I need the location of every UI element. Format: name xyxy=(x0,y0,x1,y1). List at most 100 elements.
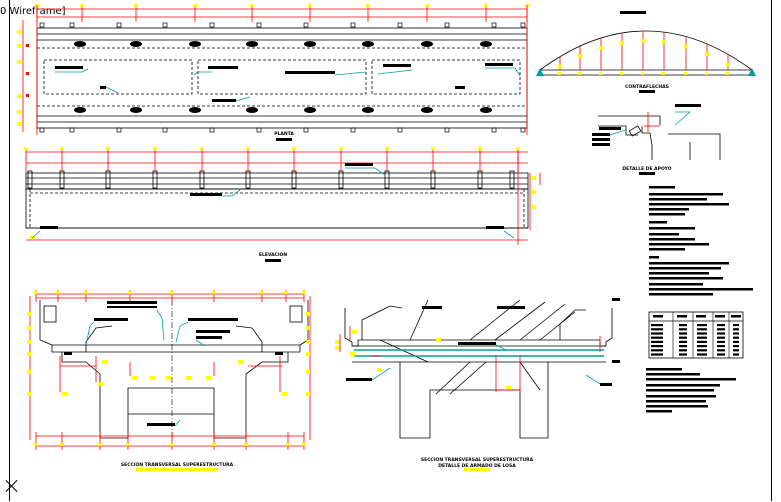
elevation-posts xyxy=(27,170,515,189)
note-line xyxy=(649,186,675,189)
plan-bearing xyxy=(189,107,201,113)
dimension-text-marker xyxy=(27,352,31,356)
dimension-text-marker xyxy=(34,291,38,294)
note-line xyxy=(649,213,685,216)
dimension-text-marker xyxy=(186,376,191,380)
plan-bearing xyxy=(74,41,86,47)
dimension-text-marker xyxy=(308,4,312,7)
plan-post xyxy=(397,127,403,133)
note-line xyxy=(649,203,729,206)
note-line xyxy=(649,198,707,201)
dimension-text-marker xyxy=(106,147,110,150)
plan-bearing xyxy=(246,41,258,47)
elevation-title-underline xyxy=(265,259,281,262)
plan-post xyxy=(116,127,122,133)
dimension-text-marker xyxy=(212,443,216,446)
camber-title: CONTRAFLECHAS xyxy=(625,84,669,90)
plan-leaders xyxy=(55,67,521,102)
note-line xyxy=(649,277,723,280)
dimension-text-marker xyxy=(286,443,290,446)
cross-section-view xyxy=(39,300,309,439)
table-cell-value xyxy=(733,353,739,356)
table-cell-value xyxy=(733,349,739,352)
dimension-text-marker xyxy=(134,4,138,7)
dimension-text-marker xyxy=(62,392,67,396)
dimension-text-marker xyxy=(17,122,21,126)
bearing-annotations xyxy=(592,104,701,146)
table-cell-value xyxy=(679,336,687,339)
dimension-text-marker xyxy=(193,4,197,7)
plan-post xyxy=(444,22,450,28)
elevation-post xyxy=(245,170,251,189)
table-cell-value xyxy=(651,340,663,343)
dimension-text-marker xyxy=(102,360,107,364)
table-cell-value xyxy=(651,349,663,352)
table-cell-value xyxy=(717,345,725,348)
dimension-text-marker xyxy=(366,4,370,7)
table-cell-value xyxy=(679,345,687,348)
camber-top-note xyxy=(620,11,646,14)
camber-station-marker xyxy=(599,72,602,75)
plan-post xyxy=(350,127,356,133)
camber-value-marker xyxy=(578,54,582,59)
note-line xyxy=(649,293,713,296)
dimension-text-marker xyxy=(306,326,310,330)
note-line xyxy=(649,227,695,230)
dimension-text-marker xyxy=(17,110,21,114)
viewport-label[interactable]: 0 Wireframe] xyxy=(0,6,66,17)
camber-value-marker xyxy=(662,40,666,45)
dimension-text-marker xyxy=(335,340,340,344)
dimension-text-marker xyxy=(27,340,31,344)
camber-station-marker xyxy=(578,72,581,75)
table-header-cell xyxy=(715,315,725,318)
table-cell-value xyxy=(717,328,725,331)
dimension-text-marker xyxy=(284,291,288,294)
plan-bearing xyxy=(130,107,142,113)
table-cell-value xyxy=(651,345,663,348)
elevation-post xyxy=(291,170,297,189)
dimension-text-marker xyxy=(292,147,296,150)
dimension-text-marker xyxy=(385,147,389,150)
table-cell-value xyxy=(717,332,725,335)
dimension-text-marker xyxy=(484,4,488,7)
dimension-text-marker xyxy=(431,147,435,150)
plan-post xyxy=(116,22,122,28)
camber-station-marker xyxy=(558,72,561,75)
camber-value-marker xyxy=(558,64,562,69)
cross-section-dimensions xyxy=(27,290,311,450)
table-cell-value xyxy=(697,349,707,352)
table-cell-value xyxy=(697,332,707,335)
plan-title: PLANTA xyxy=(274,131,294,137)
table-cell-value xyxy=(733,340,739,343)
dimension-text-marker xyxy=(339,147,343,150)
elevation-post xyxy=(27,170,33,189)
plan-bearing xyxy=(304,41,316,47)
dimension-text-marker xyxy=(350,352,355,356)
plan-bearing xyxy=(130,41,142,47)
table-cell-value xyxy=(717,324,725,327)
plan-posts xyxy=(39,22,526,133)
plan-post xyxy=(444,127,450,133)
plan-annotations xyxy=(55,63,513,102)
note-line xyxy=(649,193,723,196)
table-cell-value xyxy=(697,340,707,343)
plan-post xyxy=(303,127,309,133)
plan-post xyxy=(397,22,403,28)
elevation-post xyxy=(152,170,158,189)
elevation-post xyxy=(105,170,111,189)
table-cell-value xyxy=(651,332,663,335)
bearing-detail xyxy=(598,115,721,160)
table-cell-value xyxy=(651,324,663,327)
dimension-text-marker xyxy=(98,443,102,446)
dimension-text-marker xyxy=(80,4,84,7)
camber-value-marker xyxy=(599,46,603,51)
bearing-leaders xyxy=(609,111,692,136)
table-cell-value xyxy=(697,328,707,331)
note-line xyxy=(649,288,753,291)
dimension-text-marker xyxy=(306,352,310,356)
dimension-text-marker xyxy=(153,147,157,150)
slab-leaders xyxy=(371,344,601,385)
note-line xyxy=(649,283,703,286)
dimension-text-marker xyxy=(532,205,536,209)
